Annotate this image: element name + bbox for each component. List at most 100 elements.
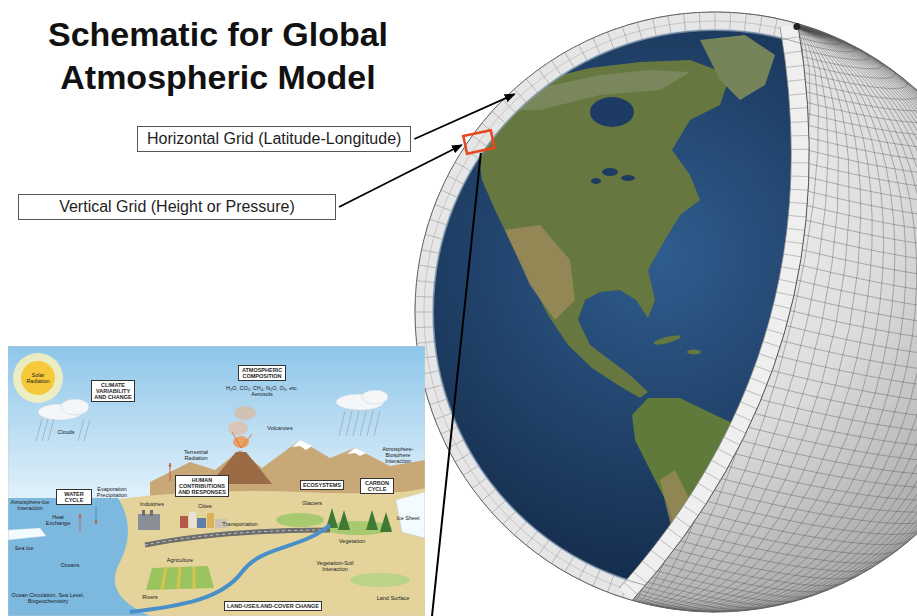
cutaway-earth [788, 584, 793, 601]
inset-label: Evaporation Precipitation [93, 486, 131, 498]
climate-system-illustration [8, 528, 46, 540]
continents [505, 225, 575, 320]
inset-label: Terrestrial Radiation [184, 449, 208, 461]
climate-system-illustration [292, 440, 312, 450]
inset-label: H₂O, CO₂, CH₄, N₂O, O₃, etc. Aerosols [226, 385, 298, 397]
cutaway-earth [770, 317, 787, 322]
climate-system-illustration [138, 514, 160, 530]
inset-label: Vegetation [339, 538, 365, 544]
grid-globe [415, 12, 917, 612]
cutaway-earth [784, 51, 802, 53]
climate-system-illustration [170, 463, 171, 481]
inset-label: Solar Radiation [23, 372, 53, 384]
cutaway-earth [791, 135, 809, 136]
continents [478, 60, 730, 398]
box-text: LAND-USE/LAND-COVER CHANGE [227, 603, 319, 609]
title: Schematic for Global Atmospheric Model [18, 13, 418, 99]
climate-system-illustration [360, 411, 366, 436]
cutaway-earth [724, 437, 740, 445]
inset-label: Ocean Circulation, Sea Level, Biogeochem… [11, 592, 85, 604]
grid-globe [793, 23, 800, 30]
cutaway-earth [698, 483, 713, 492]
inset-label: Vegetation [339, 538, 365, 544]
cutaway-earth [787, 80, 805, 82]
continents [687, 350, 701, 355]
inset-label: Cities [198, 503, 212, 509]
cutaway-earth [914, 100, 917, 113]
climate-system-illustration [21, 361, 55, 395]
climate-system-illustration [347, 448, 366, 456]
cutaway-earth [653, 588, 657, 606]
cutaway-earth [774, 588, 778, 606]
continents [590, 97, 634, 127]
inset-label: Sea Ice [15, 545, 34, 551]
continents [602, 168, 618, 176]
cutaway-earth [433, 30, 917, 594]
cutaway-earth [790, 108, 808, 109]
climate-system-illustration [36, 419, 42, 441]
climate-system-illustration [8, 346, 425, 616]
climate-system-illustration [110, 488, 425, 616]
cutaway-earth [633, 572, 647, 584]
cutaway-earth [802, 27, 808, 44]
inset-label: Ice Sheet [396, 515, 419, 521]
inset-label: Agriculture [167, 557, 193, 563]
inset-label: Transportation [222, 521, 257, 527]
inset-label: Rivers [142, 594, 158, 600]
climate-system-illustration [228, 421, 248, 435]
cutaway-earth [881, 540, 892, 555]
cutaway-earth [759, 591, 762, 609]
grid-label-box: Horizontal Grid (Latitude-Longitude) [137, 126, 411, 151]
cutaway-earth [624, 583, 638, 595]
cutaway-earth [741, 402, 758, 409]
cutaway-earth [830, 38, 837, 54]
climate-system-illustration [130, 525, 330, 612]
component-box: CLIMATE VARIABILITY AND CHANGE [91, 380, 135, 402]
inset-label: Evaporation Precipitation [97, 486, 127, 498]
cutaway-earth [914, 511, 917, 524]
cutaway-earth [892, 79, 903, 93]
climate-system-illustration [78, 419, 84, 441]
continents [700, 35, 775, 100]
inset-label: Terrestrial Radiation [178, 449, 214, 461]
climate-system-illustration [197, 518, 206, 528]
cutaway-earth [781, 267, 799, 270]
grid-globe [632, 24, 809, 601]
cutaway-earth [676, 517, 691, 527]
box-text: HUMAN CONTRIBUTIONS AND RESPONSES [178, 477, 226, 495]
cutaway-earth [767, 329, 784, 334]
leader-arrow [432, 153, 481, 616]
inset-label: H₂O, CO₂, CH₄, N₂O, O₃, etc. Aerosols [220, 385, 304, 397]
inset-label: Industries [140, 501, 164, 507]
cutaway-earth [779, 279, 797, 283]
climate-system-illustration [367, 411, 373, 436]
cutaway-earth [632, 24, 809, 601]
inset-label: Ocean Circulation, Sea Level, Biogeochem… [12, 592, 85, 604]
cutaway-earth [684, 592, 686, 610]
inset-label: Glaciers [302, 500, 322, 506]
selected-cell [463, 130, 494, 153]
leader-arrow [414, 94, 514, 139]
cutaway-earth [729, 594, 731, 612]
cutaway-earth [624, 37, 809, 595]
climate-system-illustration [234, 406, 256, 420]
component-box: WATER CYCLE [56, 489, 92, 505]
cutaway-earth [869, 549, 879, 564]
inset-label: Rivers [142, 594, 158, 600]
climate-system-illustration [80, 514, 81, 532]
climate-system-illustration [162, 567, 194, 590]
cutaway-earth [660, 539, 674, 550]
grid-label-box: Vertical Grid (Height or Pressure) [18, 194, 336, 219]
cutaway-earth [642, 561, 656, 572]
cutaway-earth [668, 591, 671, 609]
climate-system-illustration [232, 432, 252, 448]
cutaway-earth [433, 30, 917, 594]
cutaway-earth [784, 254, 802, 257]
cutaway-earth [415, 12, 917, 612]
climate-system-illustration [374, 411, 380, 436]
climate-system-illustration [180, 512, 227, 528]
leader-arrow [339, 145, 462, 207]
grid-globe [415, 12, 917, 612]
cutaway-earth [843, 563, 851, 579]
climate-system-illustration [180, 516, 188, 528]
